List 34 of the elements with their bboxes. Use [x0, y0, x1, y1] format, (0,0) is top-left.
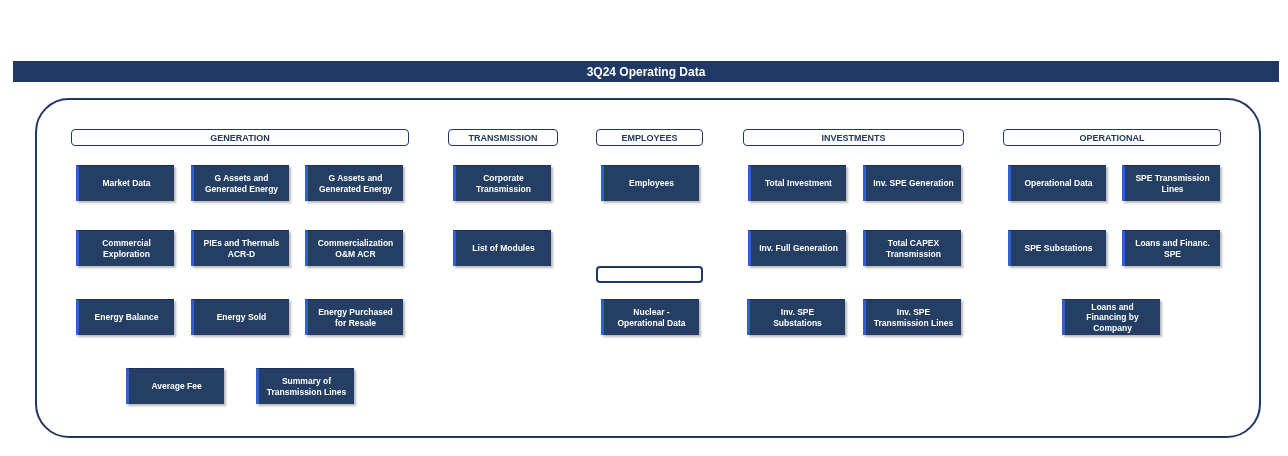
- menu-tile: Inv. SPE Substations: [747, 299, 845, 335]
- menu-tile: Inv. SPE Generation: [863, 165, 961, 201]
- menu-tile: Commercialization O&M ACR: [305, 230, 403, 266]
- section-header: INVESTMENTS: [743, 129, 964, 146]
- menu-tile: Loans and Financ. SPE: [1122, 230, 1220, 266]
- menu-tile: Market Data: [76, 165, 174, 201]
- menu-tile: Energy Purchased for Resale: [305, 299, 403, 335]
- section-header: TRANSMISSION: [448, 129, 558, 146]
- menu-tile: Average Fee: [126, 368, 224, 404]
- menu-tile: Commercial Exploration: [76, 230, 174, 266]
- menu-tile: SPE Transmission Lines: [1122, 165, 1220, 201]
- title-bar: 3Q24 Operating Data: [13, 61, 1279, 82]
- menu-tile: Nuclear - Operational Data: [601, 299, 699, 335]
- menu-tile: Total CAPEX Transmission: [863, 230, 961, 266]
- menu-tile: Inv. SPE Transmission Lines: [863, 299, 961, 335]
- menu-tile: Corporate Transmission: [453, 165, 551, 201]
- menu-tile: G Assets and Generated Energy: [305, 165, 403, 201]
- menu-tile: Operational Data: [1008, 165, 1106, 201]
- menu-tile: Total Investment: [748, 165, 846, 201]
- menu-tile: Inv. Full Generation: [748, 230, 846, 266]
- section-header: [596, 266, 703, 283]
- menu-tile: SPE Substations: [1008, 230, 1106, 266]
- menu-tile: Employees: [601, 165, 699, 201]
- section-header: EMPLOYEES: [596, 129, 703, 146]
- menu-tile: G Assets and Generated Energy: [191, 165, 289, 201]
- menu-tile: Summary of Transmission Lines: [256, 368, 354, 404]
- section-header: OPERATIONAL: [1003, 129, 1221, 146]
- menu-panel: [35, 98, 1261, 438]
- menu-tile: Energy Sold: [191, 299, 289, 335]
- section-header: GENERATION: [71, 129, 409, 146]
- menu-tile: PIEs and Thermals ACR-D: [191, 230, 289, 266]
- menu-tile: Loans and Financing by Company: [1062, 299, 1160, 335]
- menu-tile: Energy Balance: [76, 299, 174, 335]
- menu-tile: List of Modules: [453, 230, 551, 266]
